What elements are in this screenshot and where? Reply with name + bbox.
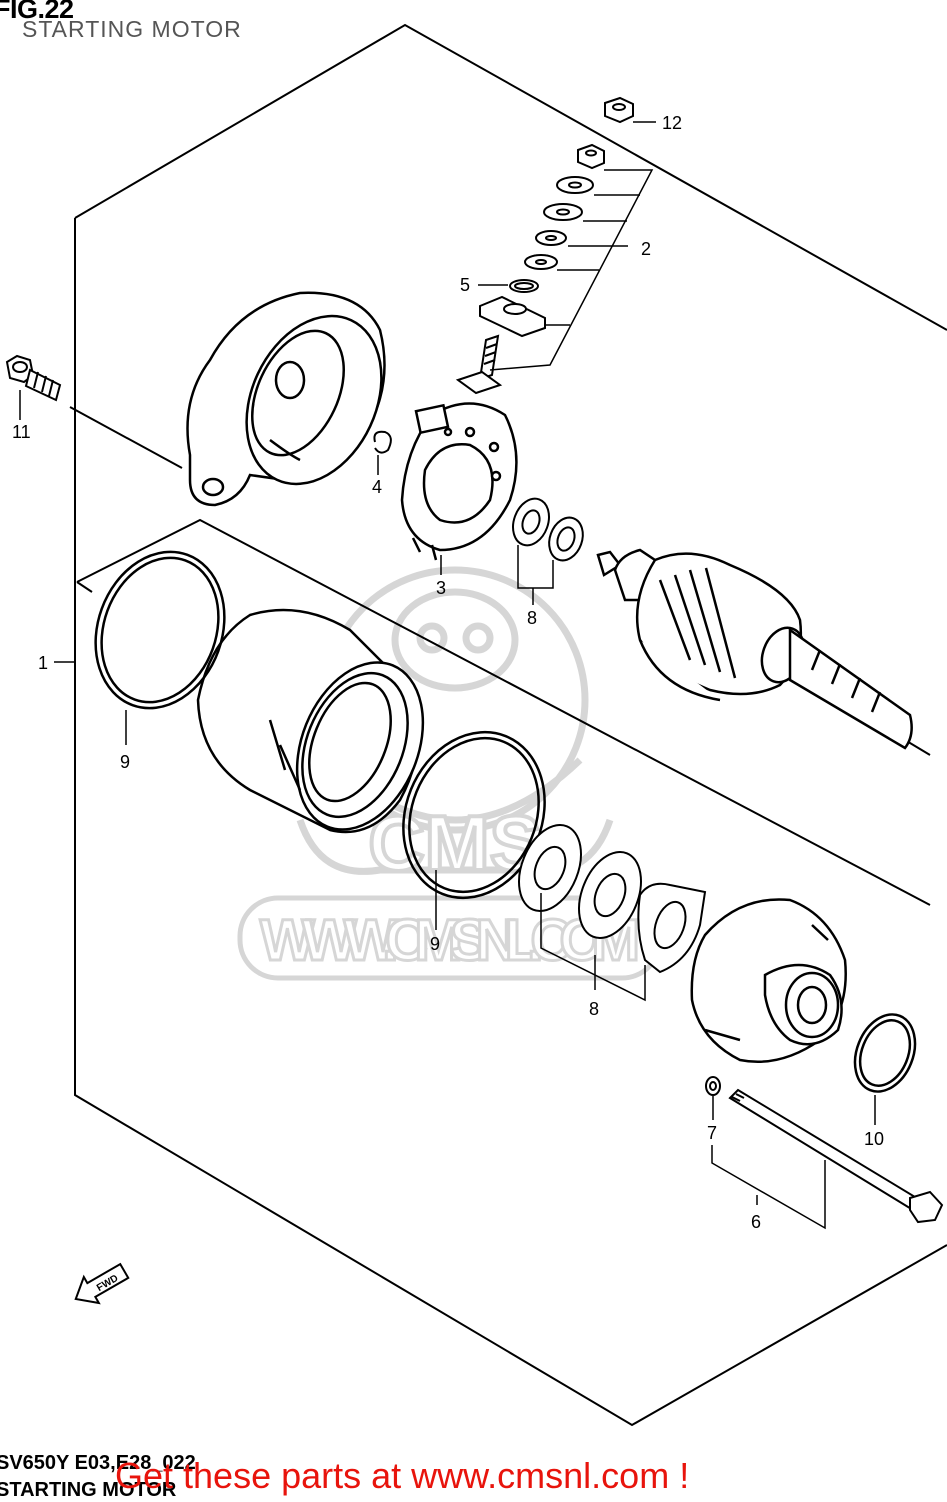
callout-2[interactable]: 2 <box>641 239 651 259</box>
watermark: CMS WWW.CMSNL.COM <box>237 566 663 981</box>
callout-12[interactable]: 12 <box>662 113 682 133</box>
model-name: STARTING MOTOR <box>0 1479 177 1501</box>
model-code: SV650Y E03,E28_022 <box>0 1452 196 1474</box>
part-7-o-ring[interactable] <box>705 1076 721 1096</box>
part-8-washers-upper[interactable] <box>507 494 589 566</box>
watermark-url: WWW.CMSNL.COM <box>260 908 640 973</box>
callout-11[interactable]: 11 <box>12 422 31 442</box>
callout-7[interactable]: 7 <box>707 1123 717 1143</box>
callout-9-right[interactable]: 9 <box>430 934 440 954</box>
part-3-brush-holder[interactable] <box>400 402 518 561</box>
armature <box>596 548 913 750</box>
callout-1[interactable]: 1 <box>38 653 48 673</box>
assembly-frame <box>69 23 947 1427</box>
leader-lines <box>19 121 876 1230</box>
callout-8-lower[interactable]: 8 <box>589 999 599 1019</box>
front-housing <box>690 898 847 1064</box>
callout-4[interactable]: 4 <box>372 477 382 497</box>
part-11-bolt[interactable] <box>5 354 62 402</box>
part-4-clip[interactable] <box>373 430 392 454</box>
callout-3[interactable]: 3 <box>436 578 446 598</box>
part-12-nut[interactable] <box>604 96 634 124</box>
terminal-bolt[interactable] <box>455 334 503 395</box>
part-8-washers-lower[interactable] <box>507 816 707 974</box>
callout-5[interactable]: 5 <box>460 275 470 295</box>
part-5-o-ring[interactable] <box>509 279 539 293</box>
callout-10[interactable]: 10 <box>864 1129 884 1149</box>
fwd-direction-arrow: FWD <box>74 1262 130 1305</box>
part-6-through-bolt[interactable] <box>728 1088 944 1224</box>
part-10-o-ring[interactable] <box>844 1005 926 1100</box>
part-2-terminal-set[interactable] <box>479 143 605 338</box>
part-9-o-ring-left[interactable] <box>74 534 245 727</box>
callout-6[interactable]: 6 <box>751 1212 761 1232</box>
figure-label: FIG.22 <box>0 0 74 24</box>
page-title: STARTING MOTOR <box>22 16 242 42</box>
cta-link[interactable]: Get these parts at www.cmsnl.com ! <box>115 1455 690 1496</box>
callouts: 12 2 5 11 4 3 8 1 9 9 8 7 10 6 <box>12 113 884 1232</box>
rear-housing <box>186 291 386 507</box>
callout-8-upper[interactable]: 8 <box>527 608 537 628</box>
part-1-yoke[interactable] <box>196 608 446 848</box>
callout-9-left[interactable]: 9 <box>120 752 130 772</box>
